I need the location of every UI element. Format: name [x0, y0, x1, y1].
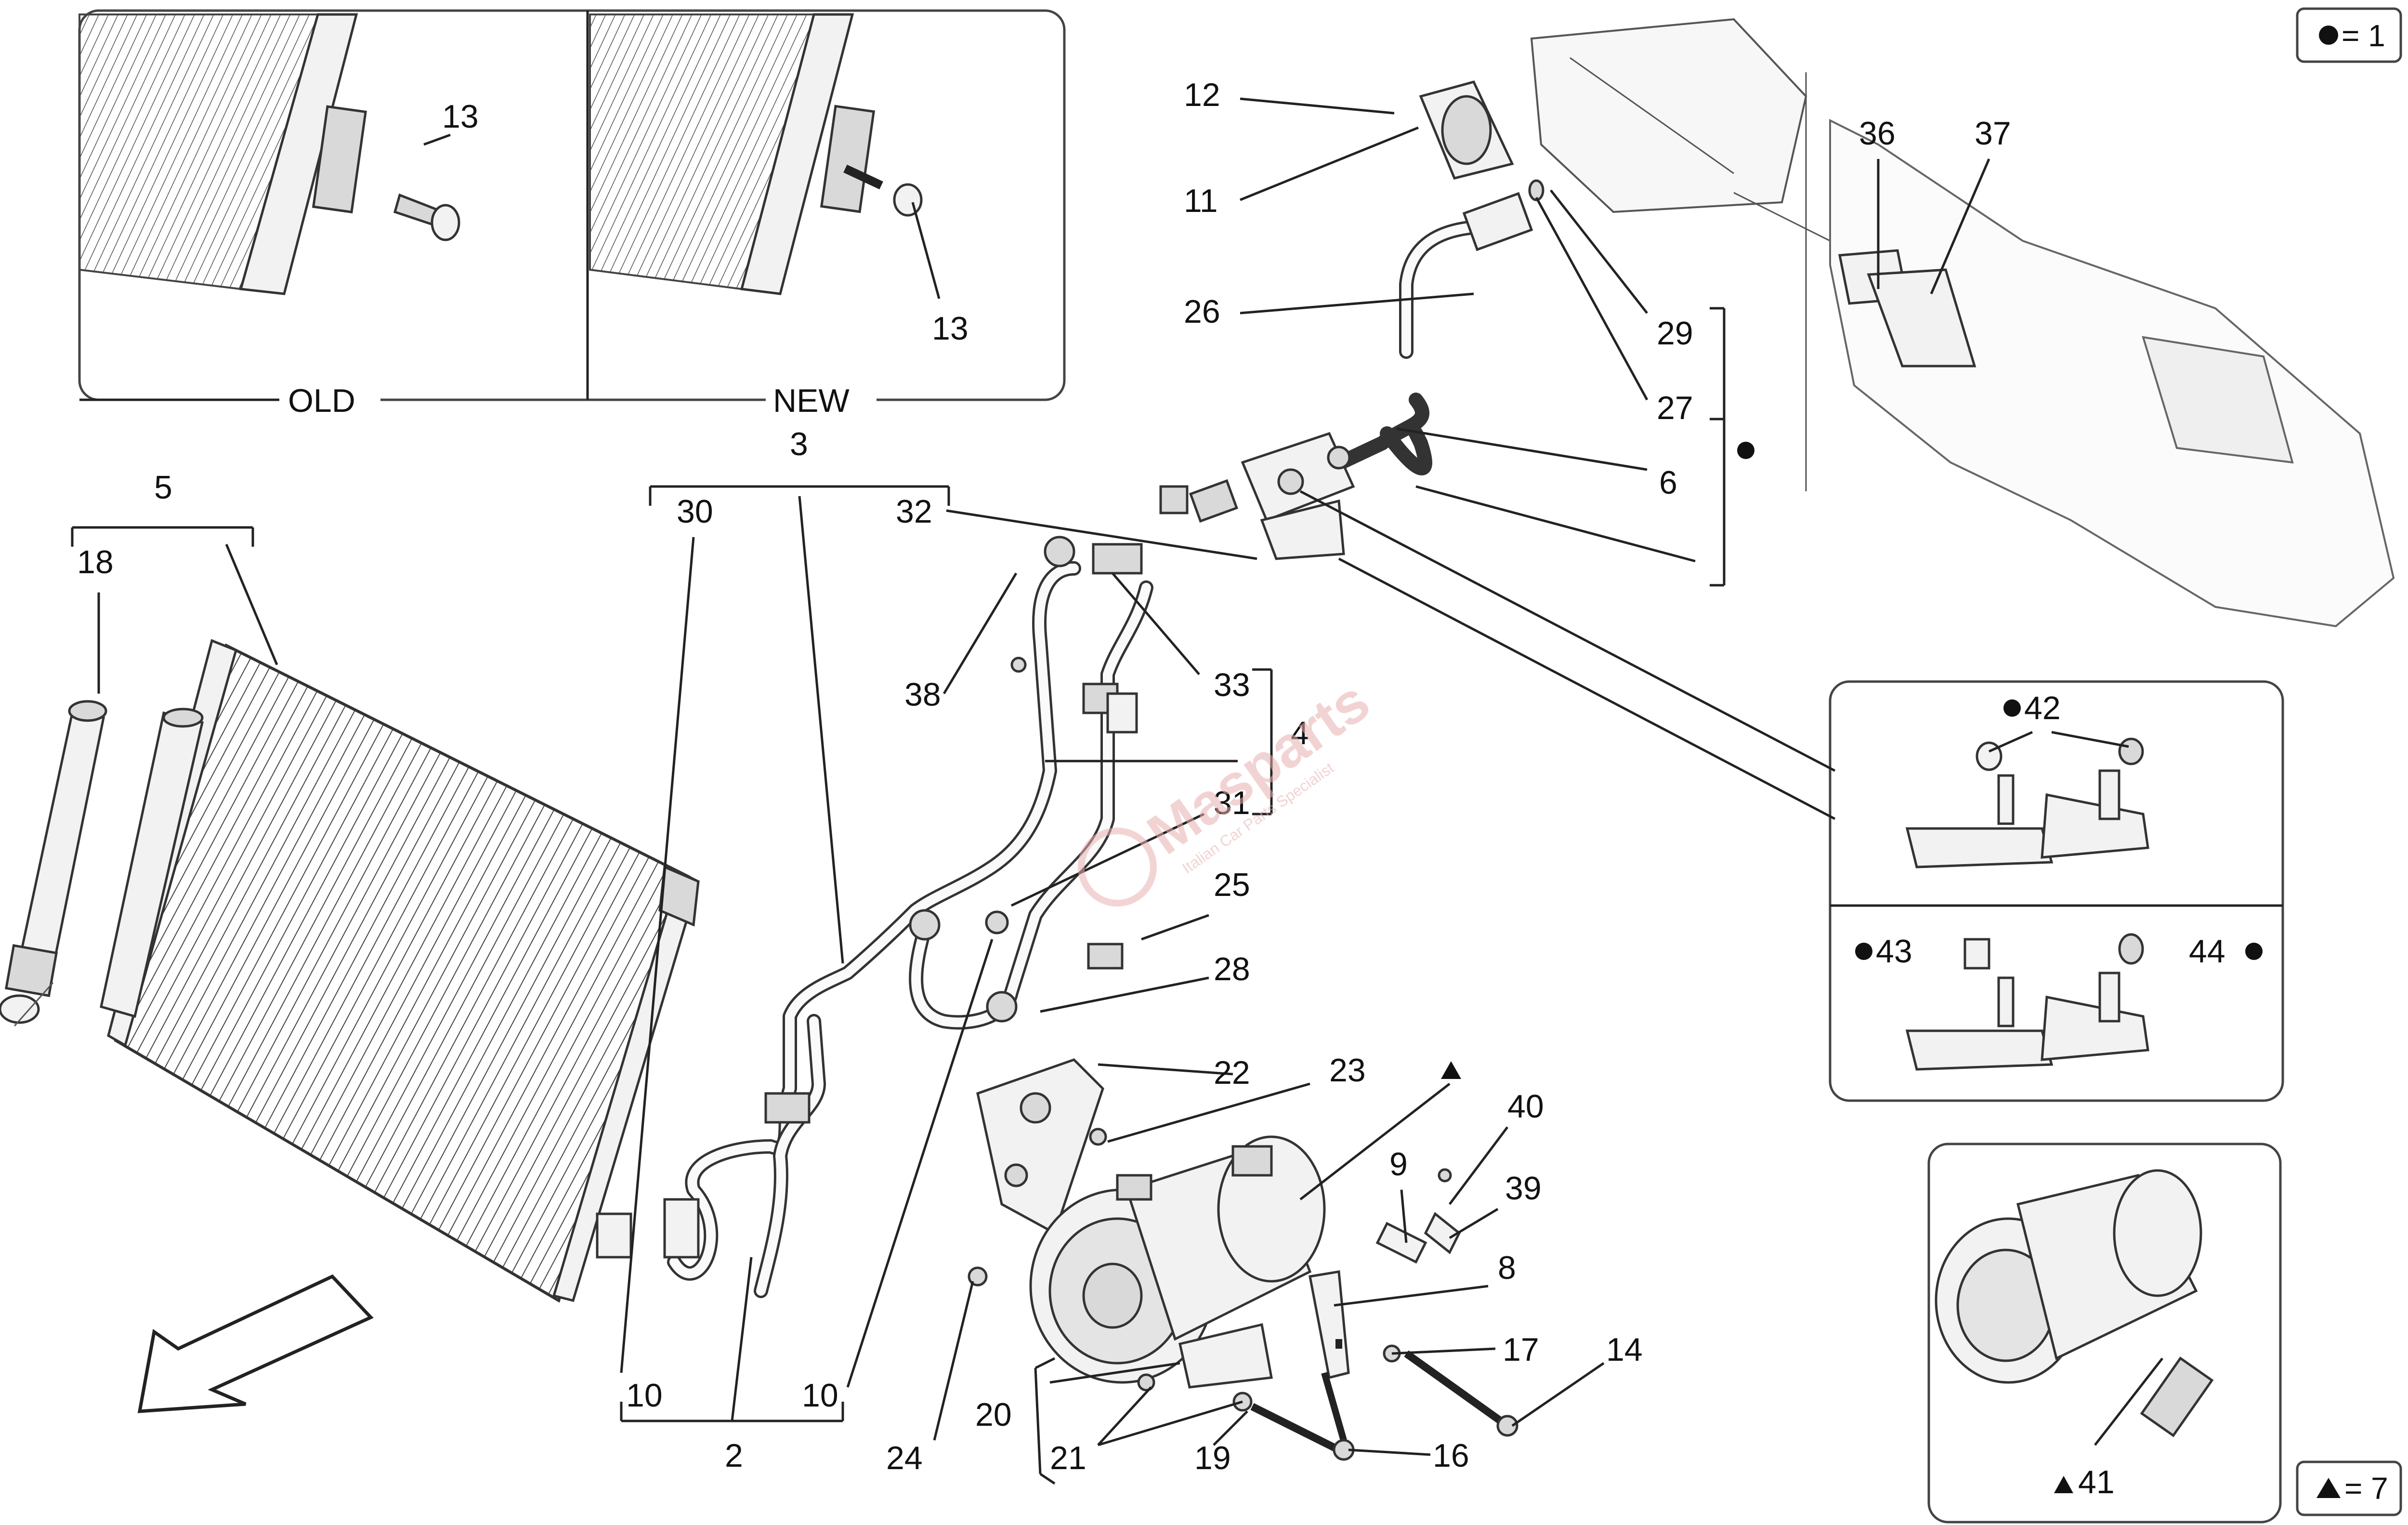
compressor-bracket [976, 1058, 1104, 1235]
callout-12: 12 [1184, 77, 1220, 113]
inset-upper-fitting [1905, 737, 2149, 868]
callout-2: 2 [725, 1437, 743, 1474]
callout-13-old: 13 [442, 98, 479, 135]
callout-27: 27 [1657, 390, 1693, 426]
direction-arrow [137, 1274, 374, 1413]
callout-6: 6 [1659, 464, 1677, 501]
callout-39: 39 [1505, 1170, 1542, 1207]
bolts [968, 1128, 1518, 1461]
callout-10-right: 10 [802, 1377, 838, 1414]
inset-fittings [1829, 680, 2284, 1102]
inset-old-new: OLD NEW [78, 9, 1066, 419]
svg-text:43: 43 [1876, 933, 1912, 970]
callout-9: 9 [1389, 1146, 1408, 1183]
callout-28: 28 [1214, 951, 1250, 987]
callout-11: 11 [1184, 183, 1218, 219]
inset-lower-fitting [1905, 933, 2149, 1071]
callout-19: 19 [1194, 1440, 1231, 1476]
svg-text:42: 42 [2024, 690, 2061, 726]
new-label: NEW [773, 382, 850, 419]
compressor-mounting-bracket [1178, 1270, 1350, 1389]
callout-30: 30 [677, 493, 713, 530]
callout-21: 21 [1050, 1440, 1086, 1476]
callout-18: 18 [77, 544, 114, 580]
callout-25: 25 [1214, 867, 1250, 903]
hose-fittings [596, 536, 1143, 1259]
svg-text:44: 44 [2189, 933, 2225, 970]
evaporator-connector-plate [1419, 80, 1544, 251]
callout-26: 26 [1184, 293, 1220, 330]
callout-32: 32 [896, 493, 932, 530]
callout-43: 43 [1855, 933, 1912, 970]
callout-13-new: 13 [932, 310, 968, 347]
callout-14: 14 [1606, 1331, 1643, 1368]
svg-text:41: 41 [2078, 1464, 2115, 1500]
callout-3: 3 [790, 426, 808, 462]
callout-10-left: 10 [626, 1377, 663, 1414]
callout-16: 16 [1433, 1437, 1469, 1474]
callout-8: 8 [1498, 1249, 1516, 1286]
callout-23: 23 [1329, 1052, 1366, 1089]
callout-33: 33 [1214, 667, 1250, 703]
expansion-valve-block [1159, 432, 1355, 560]
inset-new-radiator [589, 13, 876, 295]
leader-lines [71, 97, 2163, 1485]
legend-triangle-box: = 7 [2296, 1460, 2402, 1516]
callout-37: 37 [1975, 115, 2011, 152]
callout-40: 40 [1507, 1088, 1544, 1125]
callout-36: 36 [1859, 115, 1896, 152]
callout-44: 44 [2189, 933, 2263, 970]
evaporator-housing [1530, 18, 2395, 628]
inset-old-radiator [79, 13, 367, 295]
svg-text:Masparts: Masparts [1136, 669, 1381, 867]
callout-22: 22 [1214, 1054, 1250, 1091]
receiver-drier [0, 700, 107, 1024]
callout-17: 17 [1503, 1331, 1539, 1368]
callout-29: 29 [1657, 315, 1693, 352]
callout-41: 41 [2054, 1464, 2115, 1500]
callout-triangle-marker [1441, 1061, 1461, 1079]
callout-24: 24 [886, 1440, 923, 1476]
callout-42: 42 [2003, 690, 2061, 726]
old-label: OLD [288, 382, 355, 419]
callout-4: 4 [1291, 715, 1309, 751]
condenser [100, 639, 700, 1303]
legend-dot-box: = 1 [2296, 7, 2402, 63]
legend-triangle-text: = 7 [2344, 1471, 2388, 1506]
callout-20: 20 [975, 1396, 1012, 1433]
callout-5: 5 [154, 469, 172, 506]
inset-compressor-sensor [1927, 1143, 2282, 1524]
callout-labels: 13 13 12 11 26 29 27 6 36 37 3 30 32 5 1… [77, 77, 2263, 1500]
callout-31: 31 [1214, 785, 1250, 821]
brace-dot-marker [1737, 442, 1754, 459]
callout-38: 38 [904, 676, 941, 713]
compressor [1029, 1135, 1326, 1384]
legend-dot-text: = 1 [2342, 18, 2385, 53]
inset-old-screw [393, 193, 460, 241]
